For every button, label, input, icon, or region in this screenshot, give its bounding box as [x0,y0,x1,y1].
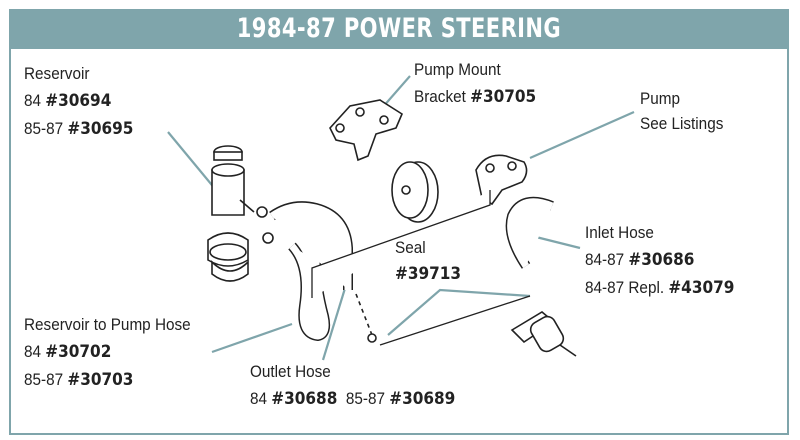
reservoir-part [207,145,255,282]
clamp-part [262,232,274,244]
callout-reservoir: Reservoir 84 #30694 85-87 #30695 [24,60,133,143]
part-number: #30688 [271,389,338,409]
part-number: #30703 [67,370,134,390]
diagram-title-bar: 1984-87 POWER STEERING [9,9,789,49]
year-text: 84 [250,389,268,408]
callout-inlet-hose: Inlet Hose 84-87 #30686 84-87 Repl. #430… [585,219,734,302]
outlet-hose-label: Outlet Hose [250,362,331,381]
pump-label: Pump [640,89,680,108]
steering-gear-part [510,311,577,357]
clamp-part [256,206,268,218]
year-text: 84 [24,91,42,110]
leader-pump-mount [381,75,411,109]
pulley-part [391,161,439,223]
inlet-hose-label: Inlet Hose [585,223,654,242]
leader-reservoir [167,131,217,191]
leader-seal [387,288,531,336]
leader-lines [167,75,635,361]
part-number: #43079 [668,278,735,298]
part-number: #30694 [45,91,112,111]
year-text: 84-87 Repl. [585,278,665,297]
seal-fittings [355,293,373,336]
seal-label: Seal [395,238,426,257]
label-text: Bracket [414,87,466,106]
pump-mount-bracket-part [329,99,404,162]
seal-part [367,333,377,343]
year-text: 85-87 [24,119,64,138]
hydraulic-line [379,295,531,346]
part-number: #30689 [389,389,456,409]
year-text: 84 [24,342,42,361]
part-number: #30695 [67,119,134,139]
part-number: #39713 [395,264,462,284]
callout-reservoir-hose: Reservoir to Pump Hose 84 #30702 85-87 #… [24,311,191,394]
year-text: 85-87 [345,389,385,408]
parts [207,99,577,357]
part-number: #30705 [470,87,537,107]
reservoir-hose-label: Reservoir to Pump Hose [24,315,191,334]
callout-pump-mount: Pump Mount Bracket #30705 [414,56,536,111]
callout-pump: Pump See Listings [640,86,723,136]
hydraulic-line [311,190,491,298]
leader-reservoir-hose [211,322,293,354]
reservoir-label: Reservoir [24,64,90,83]
year-text: 84-87 [585,250,625,269]
callout-outlet-hose: Outlet Hose 84 #30688 85-87 #30689 [250,358,455,413]
year-text: 85-87 [24,370,64,389]
diagram-title: 1984-87 POWER STEERING [236,13,562,44]
pump-note: See Listings [640,114,724,133]
leader-pump [529,110,635,160]
leader-outlet-hose [321,284,348,361]
callout-seal: Seal #39713 [395,234,461,288]
pump-mount-label: Pump Mount [414,60,501,79]
part-number: #30686 [628,250,695,270]
part-number: #30702 [45,342,112,362]
